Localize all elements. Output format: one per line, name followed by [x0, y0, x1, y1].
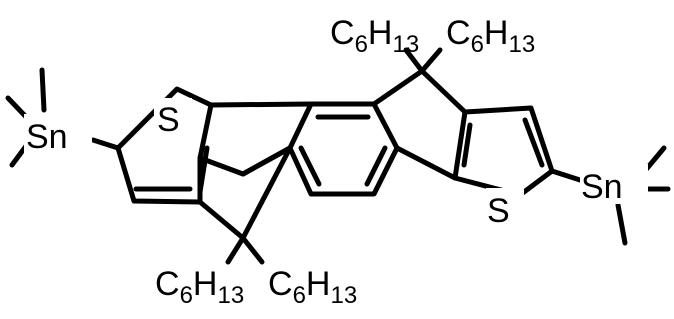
benzene-double-bond-right — [364, 145, 388, 187]
hexyl-label-top-right: C6H13 — [446, 14, 535, 58]
hexyl-label-bottom-right: C6H13 — [268, 265, 357, 309]
alkyl-labels: C6H13 C6H13 C6H13 C6H13 — [155, 14, 535, 309]
tin-label-left: Sn — [26, 118, 68, 156]
top-alkyl-bond-left — [403, 47, 425, 74]
bottom-alkyl-bond-left — [225, 235, 246, 265]
left-ring-fuse — [197, 199, 246, 241]
right-sn-ring-bond — [549, 168, 583, 183]
sulfur-label-left: S — [157, 101, 180, 139]
left-sn-ring-bond — [90, 137, 121, 151]
atom-labels: S S Sn Sn — [24, 98, 648, 230]
hexyl-label-bottom-left: C6H13 — [155, 265, 244, 309]
top-alkyl-bond-right — [419, 47, 443, 74]
left-sn-methyl-1 — [39, 67, 47, 113]
right-thiophene-double-1 — [461, 122, 473, 168]
bottom-alkyl-bond-right — [240, 235, 265, 265]
right-thiophene-double-2 — [522, 117, 545, 168]
benzene-double-bond-left — [298, 145, 322, 187]
right-sn-methyl-3 — [615, 202, 628, 246]
left-thiophene-ring — [115, 86, 214, 205]
sulfur-label-right: S — [487, 192, 510, 230]
left-thiophene-double-2 — [197, 145, 210, 195]
left-ring-fuse-b — [240, 145, 293, 241]
left-ring-bond-c — [240, 145, 293, 177]
bond-skeleton — [5, 47, 671, 265]
tin-label-right: Sn — [581, 168, 623, 206]
hexyl-label-top-left: C6H13 — [330, 14, 419, 58]
